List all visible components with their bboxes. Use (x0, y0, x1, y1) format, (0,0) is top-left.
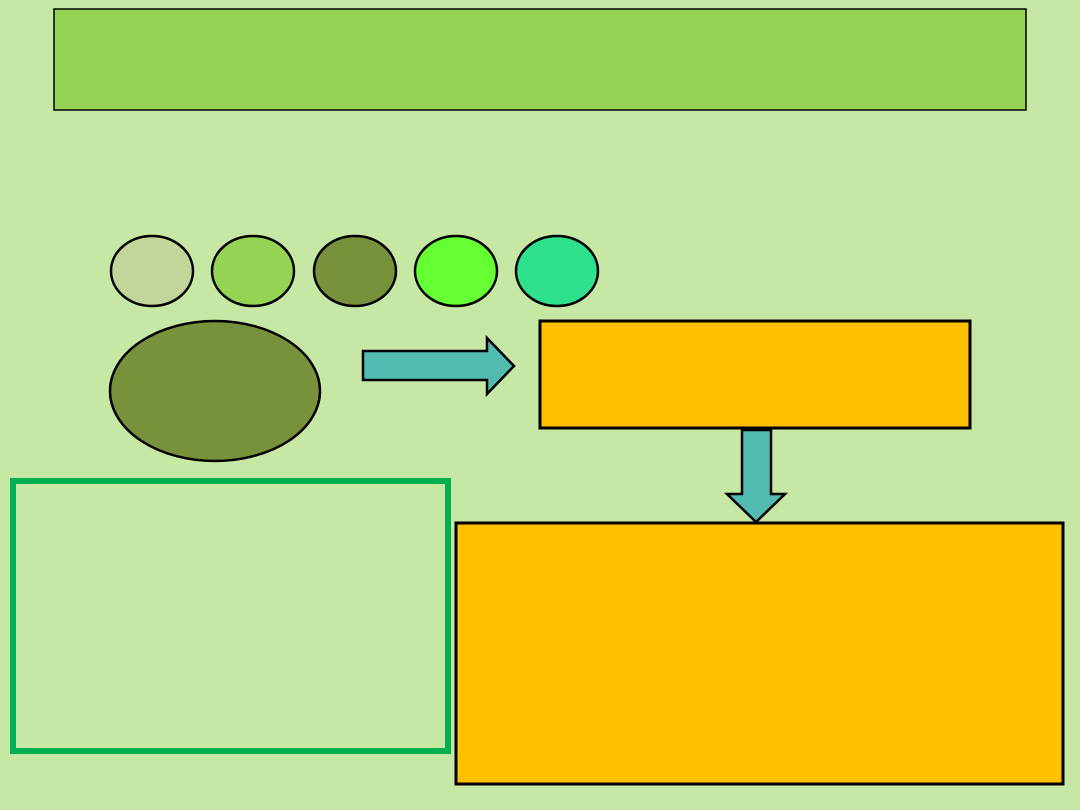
down-arrow-icon (723, 428, 789, 524)
title-bar (53, 8, 1027, 111)
right-arrow-icon (361, 334, 516, 398)
color-swatch-2 (210, 234, 296, 308)
color-swatch-3 (312, 234, 398, 308)
large-ellipse (108, 319, 322, 463)
color-swatch-1 (109, 234, 195, 308)
color-swatch-5 (514, 234, 600, 308)
bottom-box (454, 521, 1065, 786)
top-box (538, 319, 972, 430)
outline-box (10, 478, 451, 754)
color-swatch-4 (413, 234, 499, 308)
